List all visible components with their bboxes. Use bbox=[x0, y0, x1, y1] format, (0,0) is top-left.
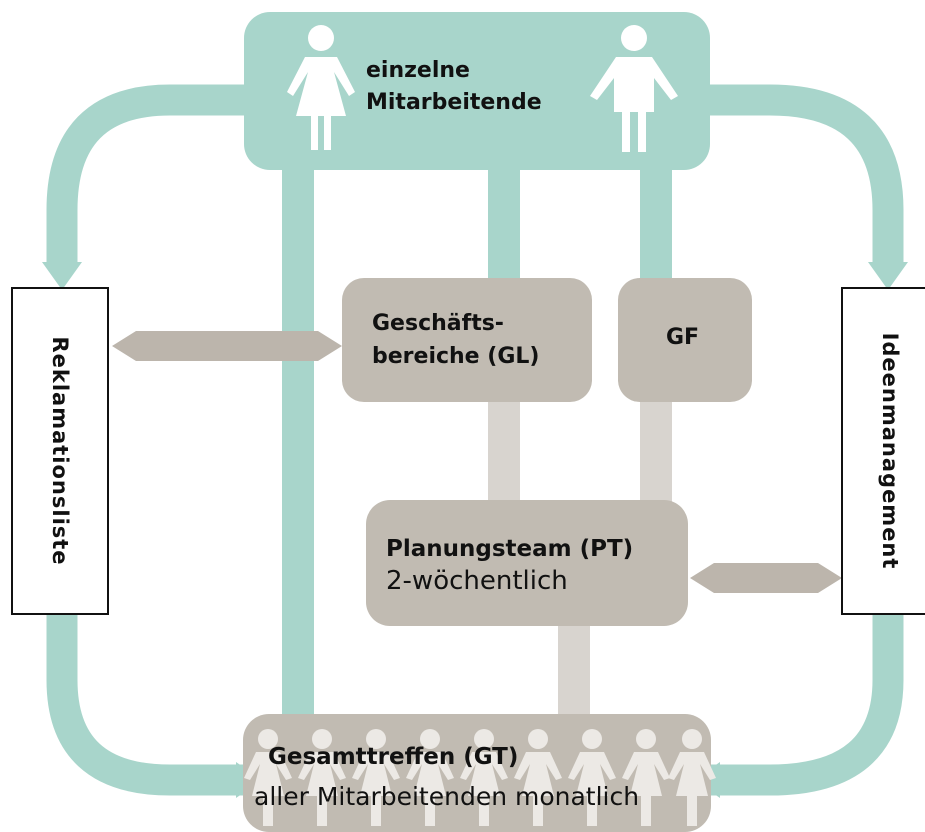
gray-connector-gl-pt bbox=[488, 400, 520, 506]
teal-connector-mid bbox=[488, 160, 520, 285]
man-icon bbox=[590, 25, 678, 152]
gl-node-line2: bereiche (GL) bbox=[372, 344, 540, 369]
gl-node-line1: Geschäfts- bbox=[372, 311, 504, 336]
pt-node-subtitle: 2-wöchentlich bbox=[386, 566, 568, 596]
left-box bbox=[11, 287, 109, 615]
left-box-label: Reklamationsliste bbox=[48, 336, 72, 566]
right-box-label: Ideenmanagement bbox=[878, 332, 902, 570]
people-chain-icon bbox=[244, 729, 716, 826]
double-arrow-right bbox=[690, 563, 842, 593]
teal-connector-right bbox=[640, 160, 672, 285]
top-node-box bbox=[244, 12, 710, 170]
gt-node-subtitle: aller Mitarbeitenden monatlich bbox=[254, 782, 640, 811]
top-node-line2: Mitarbeitende bbox=[366, 90, 542, 115]
gl-node-label: Geschäfts- bereiche (GL) bbox=[372, 307, 539, 373]
teal-connector-left bbox=[282, 160, 314, 720]
gt-node-title: Gesamttreffen (GT) bbox=[268, 744, 519, 770]
right-box bbox=[841, 287, 925, 615]
double-arrow-left bbox=[112, 331, 342, 361]
top-node-label: einzelne Mitarbeitende bbox=[366, 55, 542, 119]
arrow-down-right bbox=[868, 262, 908, 290]
gl-node-box bbox=[342, 278, 592, 402]
woman-icon bbox=[287, 25, 355, 150]
gf-node-label: GF bbox=[666, 325, 700, 350]
arrow-down-left bbox=[42, 262, 82, 290]
gray-connector-gf-pt bbox=[640, 400, 672, 506]
gray-connector-pt-gt bbox=[558, 624, 590, 724]
outer-loop-connector bbox=[46, 84, 904, 796]
gf-node-box bbox=[618, 278, 752, 402]
top-node-line1: einzelne bbox=[366, 58, 470, 83]
pt-node-box bbox=[366, 500, 688, 626]
pt-node-title: Planungsteam (PT) bbox=[386, 536, 634, 562]
